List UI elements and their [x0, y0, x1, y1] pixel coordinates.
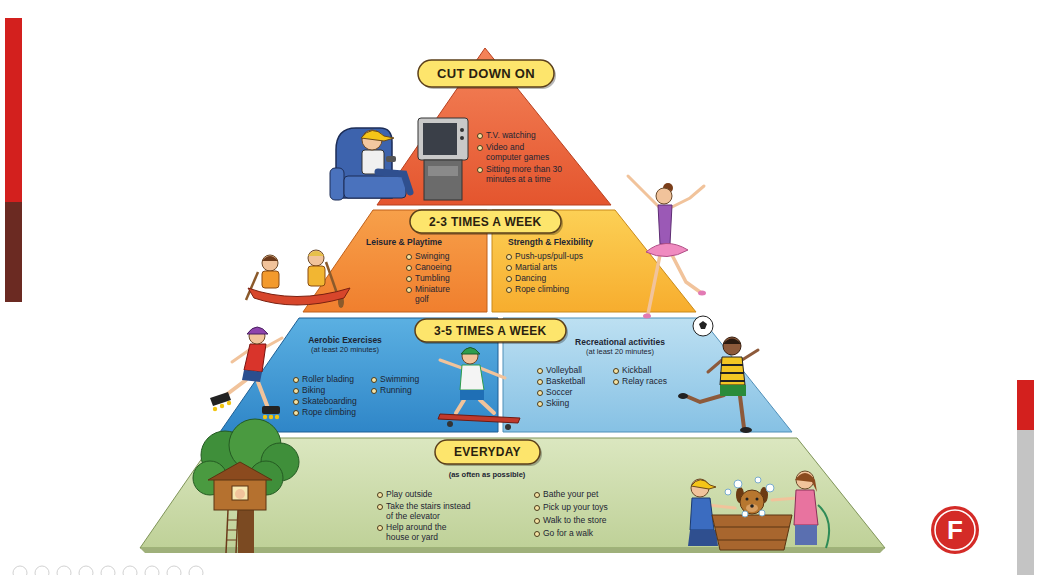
bullet-item: Pick up your toys	[533, 503, 608, 513]
note-text: (as often as possible)	[430, 470, 544, 479]
bullet-item: Running	[370, 386, 412, 396]
bullet-item: Martial arts	[505, 263, 557, 273]
bullet-item: Skiing	[536, 399, 569, 409]
bullet-item: Tumbling	[405, 274, 450, 284]
bullet-item: Take the stairs instead of the elevator	[376, 502, 472, 521]
bullet-item: Walk to the store	[533, 516, 606, 526]
heading-oval: CUT DOWN ON	[417, 59, 555, 88]
section-heading: Recreational activities	[560, 338, 680, 348]
bullet-item: Skateboarding	[292, 397, 357, 407]
section-heading: Leisure & Playtime	[366, 238, 442, 248]
bullet-item: Video and computer games	[476, 143, 552, 162]
heading-oval: 3-5 TIMES A WEEK	[414, 318, 567, 343]
bullet-item: T.V. watching	[476, 131, 536, 141]
bullet-item: Bathe your pet	[533, 490, 598, 500]
tier-fill	[140, 438, 885, 548]
slide-bar	[5, 202, 22, 302]
note-text: (at least 20 minutes)	[290, 345, 400, 354]
note-text: (at least 20 minutes)	[560, 347, 680, 356]
heading-oval: 2-3 TIMES A WEEK	[409, 209, 562, 234]
section-heading: Aerobic Exercises	[290, 336, 400, 346]
bullet-item: Help around the house or yard	[376, 523, 461, 542]
bullet-item: Roller blading	[292, 375, 354, 385]
bullet-item: Canoeing	[405, 263, 451, 273]
tier-fill	[377, 48, 611, 205]
frequency-label: 3-5 TIMES A WEEK	[434, 324, 547, 338]
slide-bar	[5, 18, 22, 202]
frequency-label: EVERYDAY	[454, 445, 521, 459]
section-heading: Strength & Flexibility	[508, 238, 593, 248]
bullet-item: Play outside	[376, 490, 432, 500]
oval-fill	[410, 210, 561, 233]
bullet-item: Volleyball	[536, 366, 582, 376]
bullet-item: Push-ups/pull-ups	[505, 252, 583, 262]
bullet-item: Sitting more than 30 minutes at a time	[476, 165, 566, 184]
bullet-item: Relay races	[612, 377, 667, 387]
bullet-item: Swimming	[370, 375, 419, 385]
tv-kid	[330, 118, 468, 200]
oval-fill	[415, 319, 566, 342]
bullet-item: Basketball	[536, 377, 585, 387]
frequency-label: 2-3 TIMES A WEEK	[429, 215, 542, 229]
bullet-item: Rope climbing	[505, 285, 569, 295]
slide-bar	[1017, 380, 1034, 430]
oval-fill	[418, 60, 554, 87]
frequency-label: CUT DOWN ON	[437, 66, 535, 81]
bullet-item: Swinging	[405, 252, 450, 262]
bullet-item: Miniature golf	[405, 285, 461, 304]
bullet-item: Soccer	[536, 388, 572, 398]
logo-circle	[931, 506, 979, 554]
slide-controls	[13, 566, 203, 575]
bullet-item: Go for a walk	[533, 529, 593, 539]
bullet-item: Kickball	[612, 366, 651, 376]
bullet-item: Biking	[292, 386, 325, 396]
oval-fill	[435, 440, 540, 464]
slide-bar	[1017, 430, 1034, 575]
logo-letter: F	[947, 515, 963, 546]
bullet-item: Rope climbing	[292, 408, 356, 418]
heading-oval: EVERYDAY	[434, 439, 541, 465]
bullet-item: Dancing	[505, 274, 546, 284]
logo-ring	[935, 510, 975, 550]
